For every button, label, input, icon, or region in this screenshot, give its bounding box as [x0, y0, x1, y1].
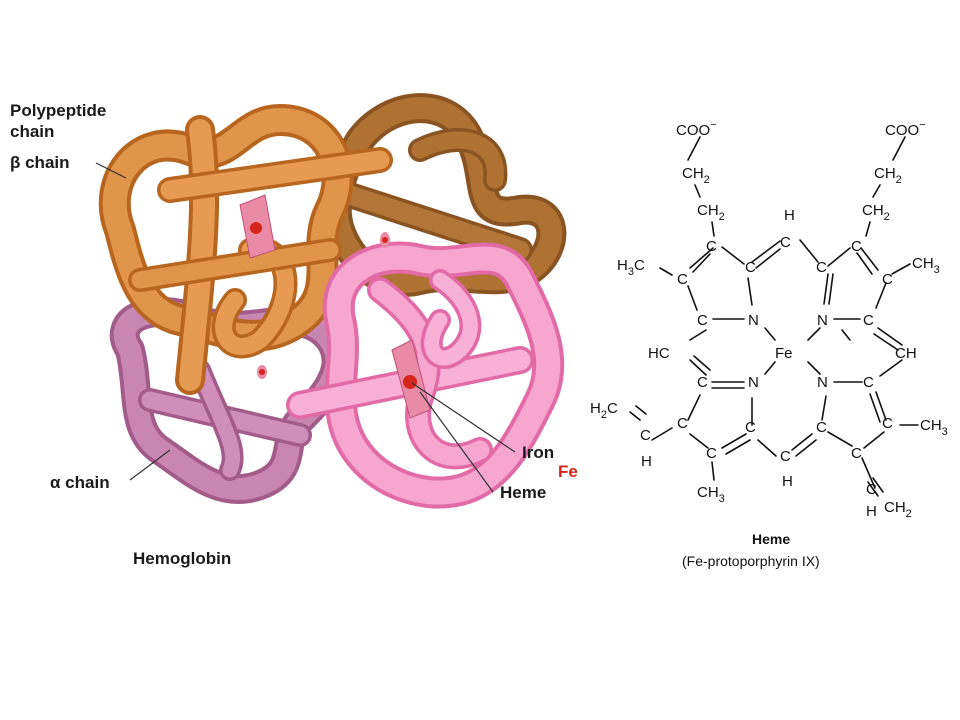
- atom-c: C: [780, 234, 791, 251]
- heme-leader-line: [419, 391, 494, 493]
- atom-h-top: H: [784, 207, 795, 224]
- iron-leader-line: [411, 382, 516, 453]
- hemoglobin-title: Hemoglobin: [133, 549, 231, 568]
- atom-c: C: [677, 271, 688, 288]
- heme-title: Heme: [752, 531, 790, 547]
- atom-c: C: [863, 374, 874, 391]
- heme-group-alpha: [391, 339, 431, 419]
- ch2-left-2: CH2: [697, 202, 725, 223]
- ch2-left-1: CH2: [682, 165, 710, 186]
- ch2-right-2: CH2: [862, 202, 890, 223]
- beta-chain-front: [98, 104, 393, 395]
- atom-c: C: [882, 415, 893, 432]
- alpha-chain-label: α chain: [50, 473, 110, 492]
- fe-label: Fe: [558, 462, 578, 481]
- atom-n: N: [748, 312, 759, 329]
- atom-c: C: [745, 259, 756, 276]
- atom-c: C: [863, 312, 874, 329]
- hemoglobin-illustration: Polypeptide chain β chain α chain Iron F…: [10, 93, 578, 568]
- ch2-vinyl-right: CH2: [884, 499, 912, 520]
- alpha-leader-line: [129, 449, 171, 481]
- atom-c: C: [851, 238, 862, 255]
- coo-right: COO−: [885, 119, 926, 139]
- polypeptide-label-line2: chain: [10, 122, 54, 141]
- ch-right: CH: [895, 345, 917, 362]
- atom-c: C: [745, 419, 756, 436]
- h3c-left: H3C: [617, 257, 645, 278]
- heme-label: Heme: [500, 483, 546, 502]
- atom-c: C: [706, 445, 717, 462]
- ch3-right: CH3: [912, 255, 940, 276]
- atom-c: C: [851, 445, 862, 462]
- heme-group-beta: [239, 194, 276, 259]
- beta-leader-line: [95, 162, 127, 179]
- heme-bonds: [629, 136, 919, 497]
- atom-c: C: [882, 271, 893, 288]
- polypeptide-label-line1: Polypeptide: [10, 101, 106, 120]
- ch2-right-1: CH2: [874, 165, 902, 186]
- hc-left: HC: [648, 345, 670, 362]
- beta-chain-label: β chain: [10, 153, 70, 172]
- atom-c: C: [640, 427, 651, 444]
- coo-left: COO−: [676, 119, 717, 139]
- beta-chain-back: [321, 93, 567, 297]
- atom-n: N: [817, 374, 828, 391]
- atom-c: C: [706, 238, 717, 255]
- ch3-right-lower: CH3: [920, 417, 948, 438]
- iron-label: Iron: [522, 443, 554, 462]
- heme-group-small: [257, 232, 390, 379]
- atom-c: C: [697, 312, 708, 329]
- heme-atoms: COO− CH2 CH2 COO− CH2 CH2 C H C C H3C C …: [590, 119, 948, 520]
- atom-h-bottom: H: [782, 473, 793, 490]
- h2c-vinyl-left: H2C: [590, 400, 618, 421]
- atom-c: C: [816, 419, 827, 436]
- fe-center: Fe: [775, 345, 793, 362]
- iron-atom: [403, 375, 417, 389]
- ch3-bottom: CH3: [697, 484, 725, 505]
- atom-c: C: [697, 374, 708, 391]
- atom-c: C: [677, 415, 688, 432]
- heme-subtitle: (Fe-protoporphyrin IX): [682, 553, 820, 569]
- heme-structure: COO− CH2 CH2 COO− CH2 CH2 C H C C H3C C …: [590, 119, 948, 569]
- atom-h: H: [641, 453, 652, 470]
- atom-c: C: [816, 259, 827, 276]
- atom-n: N: [748, 374, 759, 391]
- atom-c: C: [866, 481, 877, 498]
- iron-atom: [250, 222, 262, 234]
- atom-c: C: [780, 448, 791, 465]
- atom-n: N: [817, 312, 828, 329]
- atom-h: H: [866, 503, 877, 520]
